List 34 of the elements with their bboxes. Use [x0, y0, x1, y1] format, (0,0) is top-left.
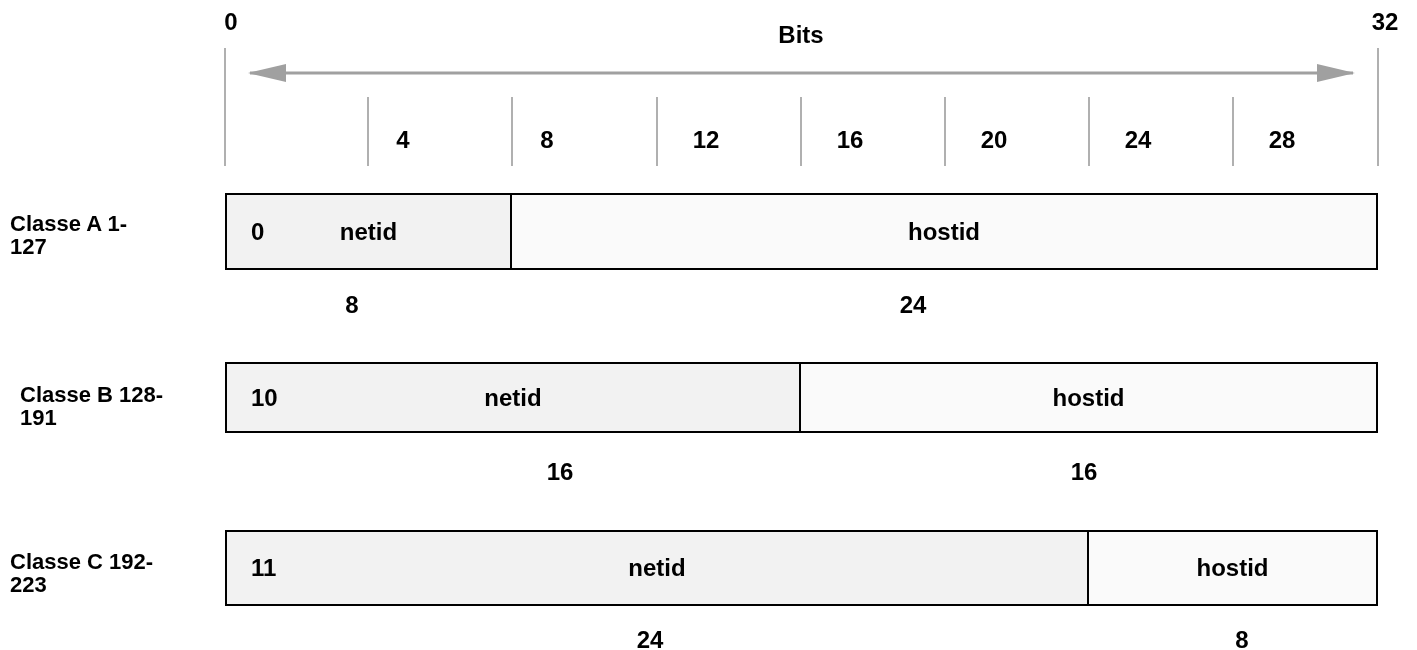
bit-count: 8	[345, 290, 359, 320]
bit-number: 0	[224, 7, 238, 37]
field-name: netid	[484, 382, 542, 413]
field-name: hostid	[1052, 382, 1125, 413]
class-label: Classe A 1-127	[10, 212, 128, 259]
class-label: Classe C 192-223	[10, 550, 155, 597]
bit-field	[225, 193, 512, 270]
bit-count: 8	[1235, 625, 1249, 650]
bit-count: 24	[899, 290, 927, 320]
field-prefix: 0	[251, 216, 265, 247]
bit-number: 20	[980, 125, 1008, 155]
bit-number: 24	[1124, 125, 1152, 155]
bit-field	[510, 193, 1378, 270]
bit-number: 8	[540, 125, 554, 155]
bit-number: 32	[1371, 7, 1399, 37]
bit-field	[799, 362, 1378, 433]
bit-number: 28	[1268, 125, 1296, 155]
field-name: hostid	[908, 216, 980, 247]
bit-field	[1087, 530, 1378, 606]
bit-number: 16	[836, 125, 864, 155]
bit-count: 16	[546, 457, 574, 487]
bit-field	[225, 362, 801, 433]
bit-field	[225, 530, 1089, 606]
bit-number: Bits	[778, 20, 824, 50]
bit-number: 4	[396, 125, 410, 155]
bit-number: 12	[692, 125, 720, 155]
class-label: Classe B 128-191	[20, 383, 165, 430]
field-prefix: 10	[251, 382, 278, 413]
bit-count: 16	[1070, 457, 1098, 487]
field-name: netid	[339, 216, 398, 247]
field-name: netid	[628, 553, 686, 583]
field-prefix: 11	[251, 553, 277, 583]
bit-count: 24	[636, 625, 664, 650]
field-name: hostid	[1196, 553, 1269, 583]
